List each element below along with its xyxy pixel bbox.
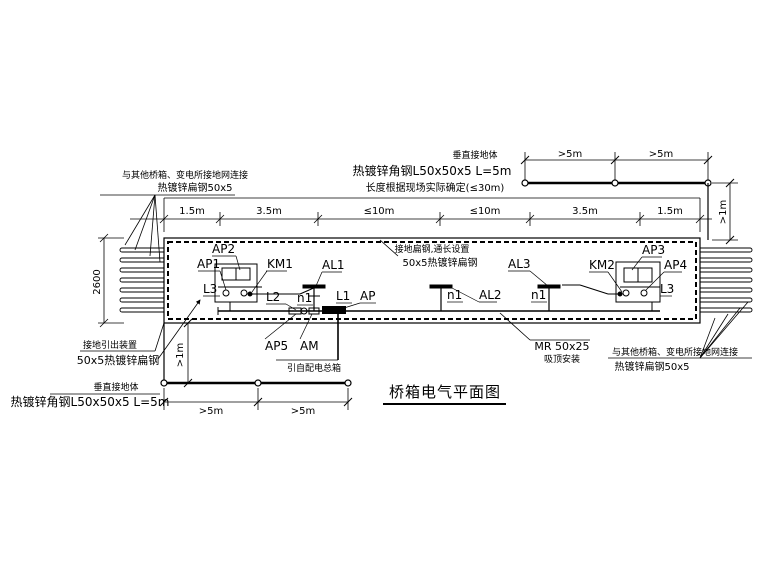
label-n1-c: n1 [531,288,546,302]
right-flat-steel-note: 热镀锌扁钢50x5 [614,360,689,373]
top-vertical-ground-label: 垂直接地体 [452,149,497,161]
left-flat-steel-label: 50x5热镀锌扁钢 [77,353,160,367]
dim-top-4: 3.5m [572,206,598,217]
bottom-vertical-ground-label: 垂直接地体 [93,381,138,393]
right-cable-bundle [700,247,753,313]
label-n1-a: n1 [297,291,312,305]
top-dimension-row [130,197,712,232]
dim-top-3: ≤10m [470,206,501,217]
center-note-line1: 接地扁钢,通长设置 [395,243,470,255]
ap-distribution-box [288,306,346,315]
label-ap5: AP5 [265,339,288,353]
left-bottom-leaders [80,299,201,360]
top-dim-5m-b: >5m [649,149,673,160]
drawing-title: 桥箱电气平面图 [389,383,501,401]
label-l3-left: L3 [203,282,217,296]
label-ap3: AP3 [642,243,665,257]
lamp-al1 [302,284,326,311]
bottom-dim-5m-b: >5m [291,406,315,417]
length-note: 长度根据现场实际确定(≤30m) [366,181,505,194]
ground-outlet-label: 接地引出装置 [83,339,137,351]
center-note-line2: 50x5热镀锌扁钢 [402,256,477,269]
top-dim-1m: >1m [718,200,729,224]
feeder-line [276,314,339,361]
dim-top-0: 1.5m [179,206,205,217]
label-ap2: AP2 [212,242,235,256]
label-km2: KM2 [589,258,615,272]
label-km1: KM1 [267,257,293,271]
label-n1-b: n1 [447,288,462,302]
dim-top-2: ≤10m [364,206,395,217]
dim-top-5: 1.5m [657,206,683,217]
height-dim-label: 2600 [92,269,103,294]
bottom-dim-1m: >1m [175,343,186,367]
label-am: AM [300,339,319,353]
height-dimension [98,233,124,328]
right-connect-note: 与其他桥箱、变电所接地网连接 [612,346,738,358]
top-vertical-ground: >5m >5m >1m [520,149,738,245]
label-leaders [198,255,682,340]
label-l2: L2 [266,290,280,304]
cable-tray [217,307,660,315]
label-ap1: AP1 [197,257,220,271]
label-l3-right: L3 [660,282,674,296]
left-cable-bundle [119,247,164,313]
bridge-box-outline [163,237,701,324]
mr-note: 吸顶安装 [544,353,580,365]
bottom-angle-steel-label: 热镀锌角钢L50x50x5 L=5m [11,395,170,409]
label-ap4: AP4 [664,258,687,272]
left-flat-steel-note: 热镀锌扁钢50x5 [157,181,232,194]
label-l1: L1 [336,289,350,303]
bottom-vertical-ground [50,318,353,410]
lamp-al2 [429,284,453,311]
center-note-leader [379,239,399,257]
mr-label: MR 50x25 [534,340,589,353]
left-connect-note: 与其他桥箱、变电所接地网连接 [122,169,248,181]
top-angle-steel-label: 热镀锌角钢L50x50x5 L=5m [353,164,512,178]
label-al1: AL1 [322,258,345,272]
label-al3: AL3 [508,257,531,271]
right-bottom-leaders [499,301,752,359]
left-leader-lines [100,194,235,263]
label-al2: AL2 [479,288,502,302]
label-ap: AP [360,289,375,303]
feeder-note: 引自配电总箱 [287,362,341,374]
lamp-al3 [537,284,561,311]
bottom-dim-5m-a: >5m [199,406,223,417]
top-dim-5m-a: >5m [558,149,582,160]
dim-top-1: 3.5m [256,206,282,217]
